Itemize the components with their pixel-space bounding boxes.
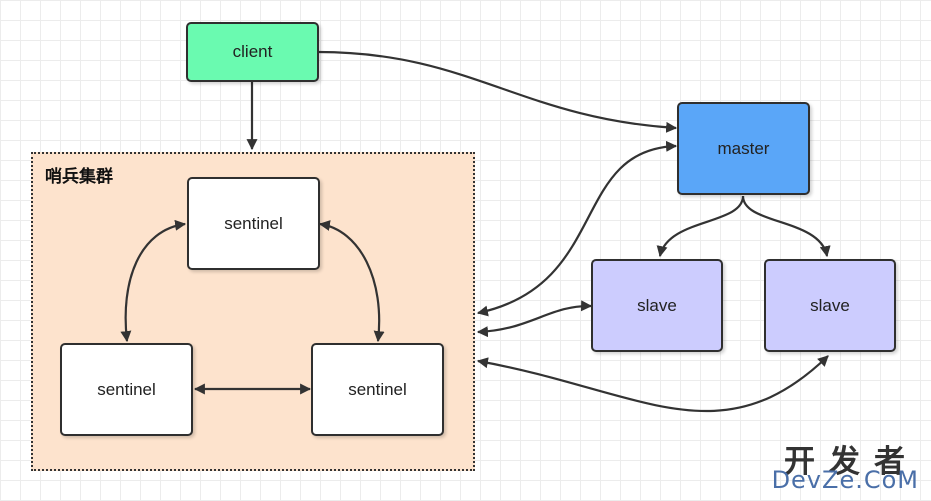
master-node-label: master xyxy=(717,138,770,158)
slave-node-1: slave xyxy=(591,259,723,352)
sentinel-node-left-label: sentinel xyxy=(97,379,156,399)
client-node-label: client xyxy=(232,42,273,61)
edge-cluster-master xyxy=(476,140,678,317)
edge-master-to-slave-2 xyxy=(741,195,831,258)
edge-client-to-master xyxy=(317,50,678,133)
slave-node-2-label: slave xyxy=(810,295,850,315)
edge-sentinel-top-left xyxy=(120,219,187,343)
sentinel-node-left: sentinel xyxy=(60,343,193,436)
edge-sentinel-top-right xyxy=(318,220,385,343)
watermark-zh: 开发者 xyxy=(784,444,919,480)
sentinel-node-right-label: sentinel xyxy=(348,379,407,399)
edge-cluster-slave-2 xyxy=(476,355,829,413)
edge-master-to-slave-1 xyxy=(656,195,745,258)
edge-cluster-slave-1 xyxy=(476,300,593,338)
sentinel-node-top-label: sentinel xyxy=(224,213,283,233)
watermark-en: DevZe.CoM xyxy=(771,466,919,494)
master-node: master xyxy=(677,102,810,195)
sentinel-cluster-label: 哨兵集群 xyxy=(45,167,113,187)
slave-node-2: slave xyxy=(764,259,896,352)
client-node: client xyxy=(186,22,319,82)
sentinel-node-right: sentinel xyxy=(311,343,444,436)
slave-node-1-label: slave xyxy=(637,295,677,315)
sentinel-node-top: sentinel xyxy=(187,177,320,270)
